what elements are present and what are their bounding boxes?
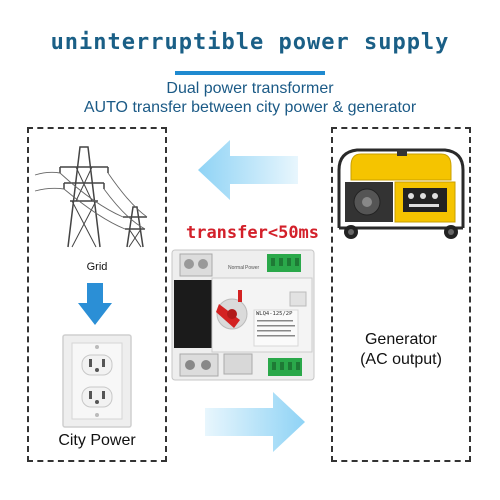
subtitle-line-2: AUTO transfer between city power & gener…	[83, 99, 417, 116]
subtitle-line-1: Dual power transformer	[166, 80, 334, 97]
generator-label-line-1: Generator	[364, 331, 438, 348]
generator-label: Generator (AC output)	[333, 330, 469, 370]
arrow-right-icon	[205, 392, 305, 452]
arrow-left-icon	[198, 140, 298, 200]
transfer-time-label: transfer<50ms	[185, 223, 320, 243]
power-tower-icon	[34, 146, 148, 248]
device-model-label: WLQ4-125/2P	[256, 311, 293, 317]
city-power-label: City Power	[58, 432, 136, 449]
generator-icon	[337, 148, 465, 239]
city-power-panel	[27, 127, 167, 462]
grid-label: Grid	[86, 261, 108, 273]
wall-outlet-icon	[62, 334, 132, 428]
device-top-left-label: Normal	[228, 265, 244, 271]
generator-panel	[331, 127, 471, 462]
generator-label-line-2: (AC output)	[360, 351, 442, 368]
arrow-down-icon	[78, 283, 112, 325]
title-underline	[175, 71, 325, 75]
page-title: uninterruptible power supply	[50, 30, 450, 55]
device-top-right-label: Power	[245, 265, 260, 271]
transfer-switch-icon: Normal Power WLQ4-125/2P	[171, 249, 315, 381]
